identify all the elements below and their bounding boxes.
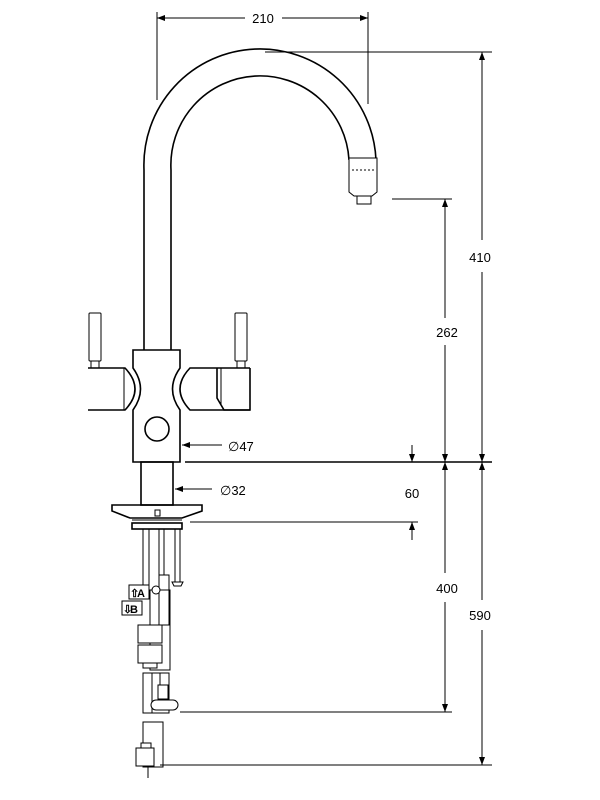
neck (140, 461, 174, 506)
svg-text:∅47: ∅47 (228, 439, 254, 454)
diameter-value: 32 (231, 483, 245, 498)
supply-pipes (135, 529, 184, 778)
extension-lines (160, 51, 492, 766)
spout (143, 48, 378, 350)
lever-right (234, 312, 248, 369)
lever-left (88, 312, 102, 369)
svg-text:⇩: ⇩ (123, 604, 132, 616)
base-plate (111, 504, 203, 530)
dimension-base-height: 60 (405, 445, 419, 540)
svg-text:B: B (130, 604, 138, 616)
svg-text:∅32: ∅32 (220, 483, 246, 498)
dimension-diameter-body: ∅47 (182, 439, 254, 454)
diameter-symbol: ∅ (220, 483, 231, 498)
dimension-diameter-neck: ∅32 (175, 483, 246, 498)
mixer-arms (88, 367, 251, 411)
dimension-total-height: 410 (469, 52, 491, 462)
dimension-below-total: 590 (469, 462, 491, 765)
mixer-body (132, 349, 181, 463)
svg-text:410: 410 (469, 250, 491, 265)
spout-nozzle (356, 195, 372, 205)
diameter-symbol: ∅ (228, 439, 239, 454)
diameter-value: 47 (239, 439, 253, 454)
connection-label-b: ⇩ B (121, 600, 143, 616)
control-knob (144, 416, 170, 442)
dimension-outlet-height: 262 (436, 199, 458, 462)
connection-label-a: ⇧ A (128, 584, 150, 600)
svg-text:400: 400 (436, 581, 458, 596)
svg-text:262: 262 (436, 325, 458, 340)
svg-text:590: 590 (469, 608, 491, 623)
svg-text:⇧: ⇧ (130, 588, 139, 600)
dimension-spout-reach: 210 (156, 11, 369, 104)
svg-text:60: 60 (405, 486, 419, 501)
dimension-label: 210 (252, 11, 274, 26)
svg-text:A: A (137, 588, 145, 600)
dimension-hose-length: 400 (436, 462, 458, 712)
